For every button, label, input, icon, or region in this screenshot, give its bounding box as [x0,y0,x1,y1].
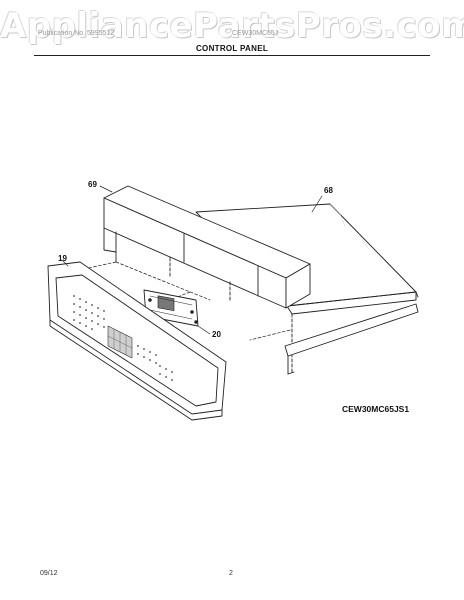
footer-date: 09/12 [40,570,58,577]
watermark-logo: AppliancePartsPros.com [0,6,464,46]
callout-68: 68 [324,186,333,195]
model-number-label: CEW30MC65JS1 [342,404,410,414]
leader-68 [311,195,323,213]
section-title: CONTROL PANEL [195,44,269,53]
callout-20: 20 [212,330,221,339]
part-68-top-plate [195,203,419,375]
header-rule [34,55,430,56]
model-header: CEW30MC65J [232,30,279,37]
part-19-control-panel [47,259,227,421]
part-69-duct-channel [99,185,311,309]
keypad-buttons [73,295,173,381]
display-window [107,325,133,359]
callout-69: 69 [88,180,97,189]
callout-19: 19 [58,254,67,263]
page-number: 2 [229,570,233,577]
publication-number: Publication No. 5995512 [38,30,115,37]
